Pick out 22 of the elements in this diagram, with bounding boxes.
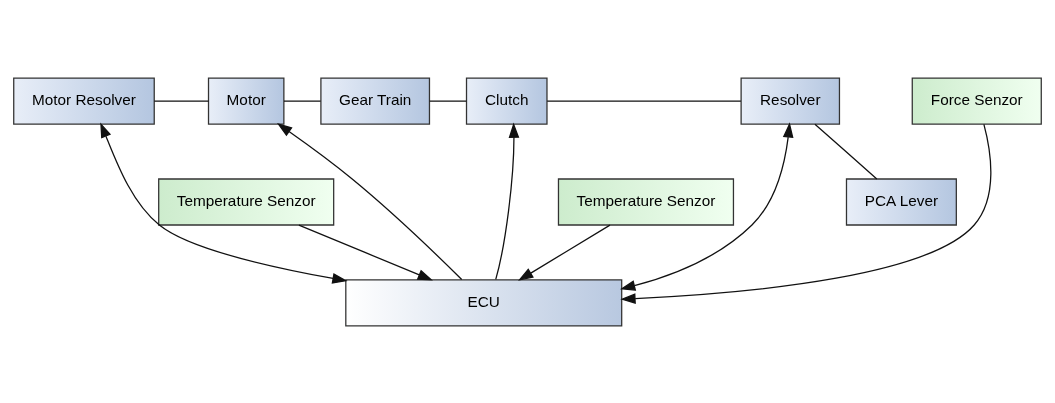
connector <box>153 99 210 102</box>
connector <box>814 123 878 180</box>
arrow <box>619 121 794 291</box>
node-box: Temperature Senzor <box>158 177 335 226</box>
node-box: Temperature Senzor <box>557 177 735 226</box>
node-box: Force Senzor <box>911 76 1042 125</box>
node-box: ECU <box>345 278 623 327</box>
arrow <box>518 223 611 281</box>
connector <box>429 99 468 102</box>
node-box: Motor Resolver <box>13 76 155 125</box>
arrow <box>100 121 348 284</box>
arrow <box>276 122 463 280</box>
node-box: Motor <box>207 76 285 125</box>
node-box: Gear Train <box>320 76 431 125</box>
arrow <box>620 123 992 304</box>
connector <box>546 99 742 102</box>
node-box: Clutch <box>465 76 548 125</box>
connector <box>283 99 322 102</box>
arrow <box>298 223 433 281</box>
node-box: Resolver <box>740 76 841 125</box>
arrow <box>495 122 520 280</box>
node-box: PCA Lever <box>845 177 957 226</box>
